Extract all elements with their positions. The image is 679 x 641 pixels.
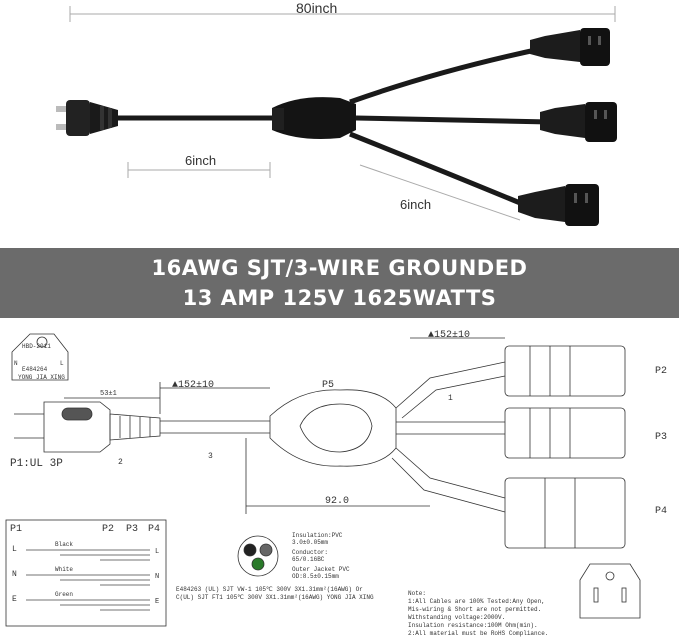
seal-line-1: E484264 <box>22 366 48 373</box>
wiring-header-p3: P3 <box>126 524 139 535</box>
callout-3: 3 <box>208 452 213 461</box>
banner-line-rating: 13 AMP 125V 1625WATTS <box>182 286 497 310</box>
notes-block: Note: 1:All Cables are 100% Tested:Any O… <box>408 590 548 638</box>
plug-label: P1:UL 3P <box>10 458 63 470</box>
note-line: 1:All Cables are 100% Tested:Any Open, <box>408 598 545 605</box>
branch-dimension: ▲152±10 <box>428 330 471 341</box>
seal-side-n: N <box>14 360 18 367</box>
banner-line-wire: 16AWG SJT/3-WIRE GROUNDED <box>151 256 528 280</box>
seal-top-text: HBD-2011 <box>22 343 51 350</box>
outlet-label-p2: P2 <box>655 366 668 377</box>
wiring-color-white: White <box>55 566 74 573</box>
lead-dimension: ▲152±10 <box>172 380 215 391</box>
callout-2: 2 <box>118 458 123 467</box>
seal-side-l: L <box>60 360 64 367</box>
note-line: Withstanding voltage:2000V. <box>408 614 506 621</box>
outlet-label-p3: P3 <box>655 432 668 443</box>
wiring-header-p2: P2 <box>102 524 115 535</box>
wiring-color-green: Green <box>55 591 74 598</box>
outlet-middle <box>540 102 617 142</box>
y-dimension: 92.0 <box>325 496 350 507</box>
outlet-face-outline <box>579 563 641 619</box>
wiring-table <box>5 519 167 627</box>
outlet-label-p4: P4 <box>655 506 668 517</box>
wiring-pin-n: N <box>12 570 17 579</box>
plug-dimension: 53±1 <box>100 390 117 398</box>
dimension-80inch <box>69 6 616 22</box>
spec-banner: 16AWG SJT/3-WIRE GROUNDED 13 AMP 125V 16… <box>0 248 679 318</box>
wiring-color-black: Black <box>55 541 74 548</box>
note-line: 2:All material must be RoHS Compliance. <box>408 630 549 637</box>
outlet-p4-drawing <box>504 477 626 549</box>
wiring-pin-e: E <box>12 595 17 604</box>
note-line: Insulation resistance:100M Ohm(min). <box>408 622 538 629</box>
seal-line-2: YONG JIA XING <box>18 374 65 381</box>
callout-1: 1 <box>448 394 453 403</box>
wiring-end-n: N <box>155 573 160 581</box>
plug-side-drawing <box>14 401 161 453</box>
y-junction-label: P5 <box>322 380 335 391</box>
wiring-end-e: E <box>155 598 160 606</box>
dimension-label-lead: 6inch <box>185 153 217 168</box>
plug-face-outline <box>11 333 69 381</box>
cable-conductor: Conductor: <box>292 549 329 556</box>
y-splitter-outline <box>269 389 397 467</box>
product-photo <box>56 6 617 226</box>
spec-line-2: C(UL) SJT FT1 105℃ 300V 3X1.31mm²(16AWG)… <box>176 594 374 601</box>
y-splitter-junction <box>272 97 356 139</box>
cable-jacket-spec: OD:8.5±0.15mm <box>292 573 339 580</box>
wiring-pin-l: L <box>12 545 17 554</box>
branch-cord-top <box>349 45 546 105</box>
outlet-p3-drawing <box>504 407 626 459</box>
dimension-6inch-lead <box>127 162 271 178</box>
outlet-bottom <box>518 184 599 226</box>
cable-insulation: Insulation:PVC <box>292 532 343 539</box>
outlet-top <box>530 28 610 66</box>
three-prong-plug <box>56 100 118 136</box>
cable-conductor-spec: 65/0.16BC <box>292 556 325 563</box>
wiring-header-p1: P1 <box>10 524 23 535</box>
wiring-end-l: L <box>155 548 160 556</box>
wiring-header-p4: P4 <box>148 524 161 535</box>
technical-drawing <box>5 333 641 627</box>
wiring-lines <box>26 549 150 611</box>
branch-cord-middle <box>355 115 551 125</box>
spec-line-1: E484263 (UL) SJT VW-1 105℃ 300V 3X1.31mm… <box>176 586 363 593</box>
dimension-label-branch: 6inch <box>400 197 432 212</box>
dimension-label-total: 80inch <box>296 0 338 16</box>
outlet-p2-drawing <box>504 345 626 397</box>
cable-cross-section <box>237 535 279 577</box>
note-line: Note: <box>408 590 427 597</box>
branch-cord-bottom <box>349 131 526 208</box>
cable-jacket: Outer Jacket PVC <box>292 566 350 573</box>
note-line: Mis-wiring & Short are not permitted. <box>408 606 542 613</box>
cable-insulation-spec: 3.0±0.05mm <box>292 539 329 546</box>
dimension-6inch-branch <box>359 164 521 221</box>
